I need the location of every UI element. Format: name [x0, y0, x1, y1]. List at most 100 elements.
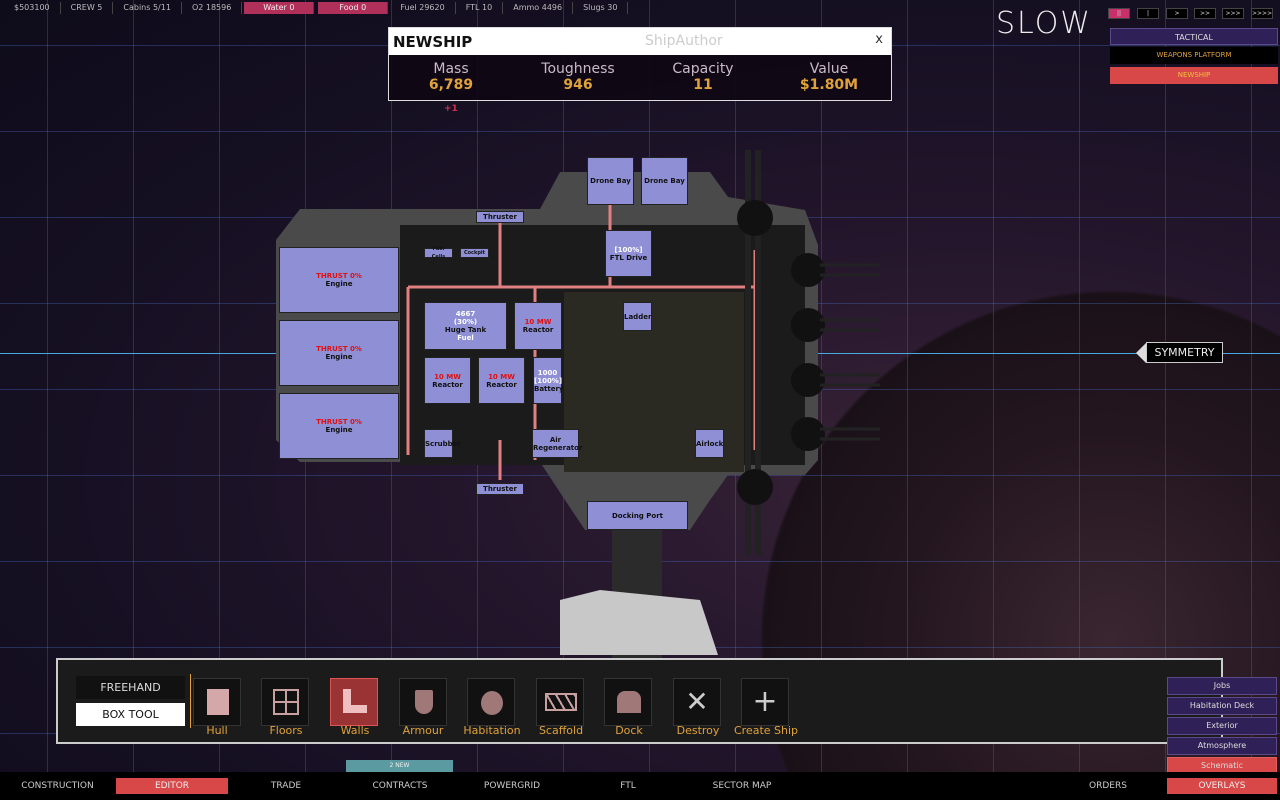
freehand-mode-button[interactable]: FREEHAND: [76, 676, 185, 699]
room-ftl-drive[interactable]: [100%]FTL Drive: [605, 230, 652, 277]
nav-construction[interactable]: CONSTRUCTION: [21, 781, 94, 791]
room-label: Reactor: [486, 380, 517, 389]
room-label: Reactor: [522, 326, 554, 334]
destroy-tool-button[interactable]: ✕: [673, 678, 721, 726]
tool-label: Dock: [615, 724, 643, 737]
room-label: Engine: [325, 280, 353, 288]
tool-label: Create Ship: [733, 724, 799, 737]
pause-button[interactable]: ||: [1108, 8, 1130, 19]
room-drone-bay[interactable]: Drone Bay: [641, 157, 688, 205]
walls-icon: [343, 689, 367, 713]
mass-delta: +1: [444, 104, 458, 114]
habitation-tool-button[interactable]: [467, 678, 515, 726]
hull-tool-button[interactable]: [193, 678, 241, 726]
room-battery[interactable]: 1000[100%]Battery: [533, 357, 564, 404]
nav-sector-map[interactable]: SECTOR MAP: [712, 781, 772, 791]
nav-powergrid[interactable]: POWERGRID: [483, 781, 541, 791]
room-fuel-cells[interactable]: Fuel Cells: [424, 246, 453, 260]
overlay-atmosphere[interactable]: Atmosphere: [1167, 737, 1277, 755]
nav-orders[interactable]: ORDERS: [1089, 781, 1127, 791]
speed-1-button[interactable]: |: [1137, 8, 1159, 19]
tool-label: Floors: [269, 724, 303, 737]
divider: [190, 674, 191, 728]
ftl: FTL 10: [456, 2, 504, 14]
engine-status: THRUST 0%: [316, 272, 362, 280]
room-thruster[interactable]: Thruster: [476, 211, 524, 223]
construction-toolbar: FREEHAND BOX TOOL Hull Floors Walls Armo…: [56, 658, 1223, 744]
ship-item-newship[interactable]: NEWSHIP: [1110, 67, 1278, 84]
reactor-output: 10 MW: [488, 372, 515, 381]
resource-bar: $503100 CREW 5 Cabins 5/11 O2 18596 Wate…: [0, 0, 629, 16]
circle-icon: [481, 691, 503, 715]
stat-value: 946: [563, 77, 593, 93]
room-scrubber[interactable]: Scrubber: [424, 429, 461, 458]
dock-icon: [617, 691, 641, 713]
dock-tool-button[interactable]: [604, 678, 652, 726]
room-label: FTL Drive: [609, 253, 648, 262]
armour-tool-button[interactable]: [399, 678, 447, 726]
scaffold-tool-button[interactable]: [536, 678, 584, 726]
room-engine[interactable]: THRUST 0%Engine: [279, 393, 399, 459]
room-engine[interactable]: THRUST 0%Engine: [279, 247, 399, 313]
x-icon: ✕: [685, 685, 709, 718]
tool-label: Hull: [206, 724, 228, 737]
speed-2-button[interactable]: >: [1166, 8, 1188, 19]
room-label: Huge Tank: [444, 326, 487, 334]
speed-4-button[interactable]: >>>: [1222, 8, 1244, 19]
room-airlock[interactable]: Airlock: [695, 429, 724, 458]
room-label: Engine: [325, 353, 353, 361]
reactor-output: 10 MW: [524, 318, 552, 326]
battery-amount: 1000: [537, 368, 558, 377]
tactical-header[interactable]: TACTICAL: [1110, 28, 1278, 45]
symmetry-toggle[interactable]: SYMMETRY: [1146, 342, 1223, 363]
room-label: Engine: [325, 426, 353, 434]
cabins: Cabins 5/11: [113, 2, 182, 14]
overlay-habitation-deck[interactable]: Habitation Deck: [1167, 697, 1277, 715]
room-cockpit[interactable]: Cockpit: [460, 248, 489, 258]
nav-overlays[interactable]: OVERLAYS: [1167, 778, 1277, 794]
room-thruster[interactable]: Thruster: [476, 483, 524, 495]
food: Food 0: [318, 2, 389, 14]
nav-contracts[interactable]: CONTRACTS: [372, 781, 428, 791]
room-label: Battery: [534, 384, 564, 393]
create-ship-button[interactable]: +: [741, 678, 789, 726]
engine-status: THRUST 0%: [316, 345, 362, 353]
room-label: Reactor: [432, 380, 463, 389]
ship-author-input[interactable]: ShipAuthor: [645, 33, 723, 49]
hull-icon: [207, 689, 229, 715]
room-docking-port[interactable]: Docking Port: [587, 501, 688, 530]
ftl-charge: [100%]: [614, 245, 643, 254]
slugs: Slugs 30: [573, 2, 629, 14]
box-tool-mode-button[interactable]: BOX TOOL: [76, 703, 185, 726]
close-button[interactable]: x: [875, 32, 883, 47]
nav-ftl[interactable]: FTL: [620, 781, 636, 791]
new-contracts-badge: 2 NEW: [346, 760, 453, 772]
nav-trade[interactable]: TRADE: [270, 781, 302, 791]
room-ladder[interactable]: Ladder: [623, 302, 652, 331]
ship-item-weapons-platform[interactable]: WEAPONS PLATFORM: [1110, 47, 1278, 64]
overlay-exterior[interactable]: Exterior: [1167, 717, 1277, 735]
overlay-jobs[interactable]: Jobs: [1167, 677, 1277, 695]
walls-tool-button[interactable]: [330, 678, 378, 726]
room-drone-bay[interactable]: Drone Bay: [587, 157, 634, 205]
nav-editor[interactable]: EDITOR: [116, 778, 228, 794]
room-air-regenerator[interactable]: Air Regenerator: [532, 429, 582, 458]
room-engine[interactable]: THRUST 0%Engine: [279, 320, 399, 386]
floors-tool-button[interactable]: [261, 678, 309, 726]
ship-name-input[interactable]: NEWSHIP: [393, 33, 473, 51]
bottom-nav: CONSTRUCTION EDITOR TRADE CONTRACTS POWE…: [0, 772, 1280, 800]
speed-5-button[interactable]: >>>>: [1251, 8, 1273, 19]
battery-percent: [100%]: [534, 376, 563, 385]
tool-label: Destroy: [676, 724, 720, 737]
tool-label: Habitation: [463, 724, 521, 737]
money: $503100: [0, 2, 61, 14]
stat-value: $1.80M: [799, 77, 859, 93]
speed-3-button[interactable]: >>: [1194, 8, 1216, 19]
